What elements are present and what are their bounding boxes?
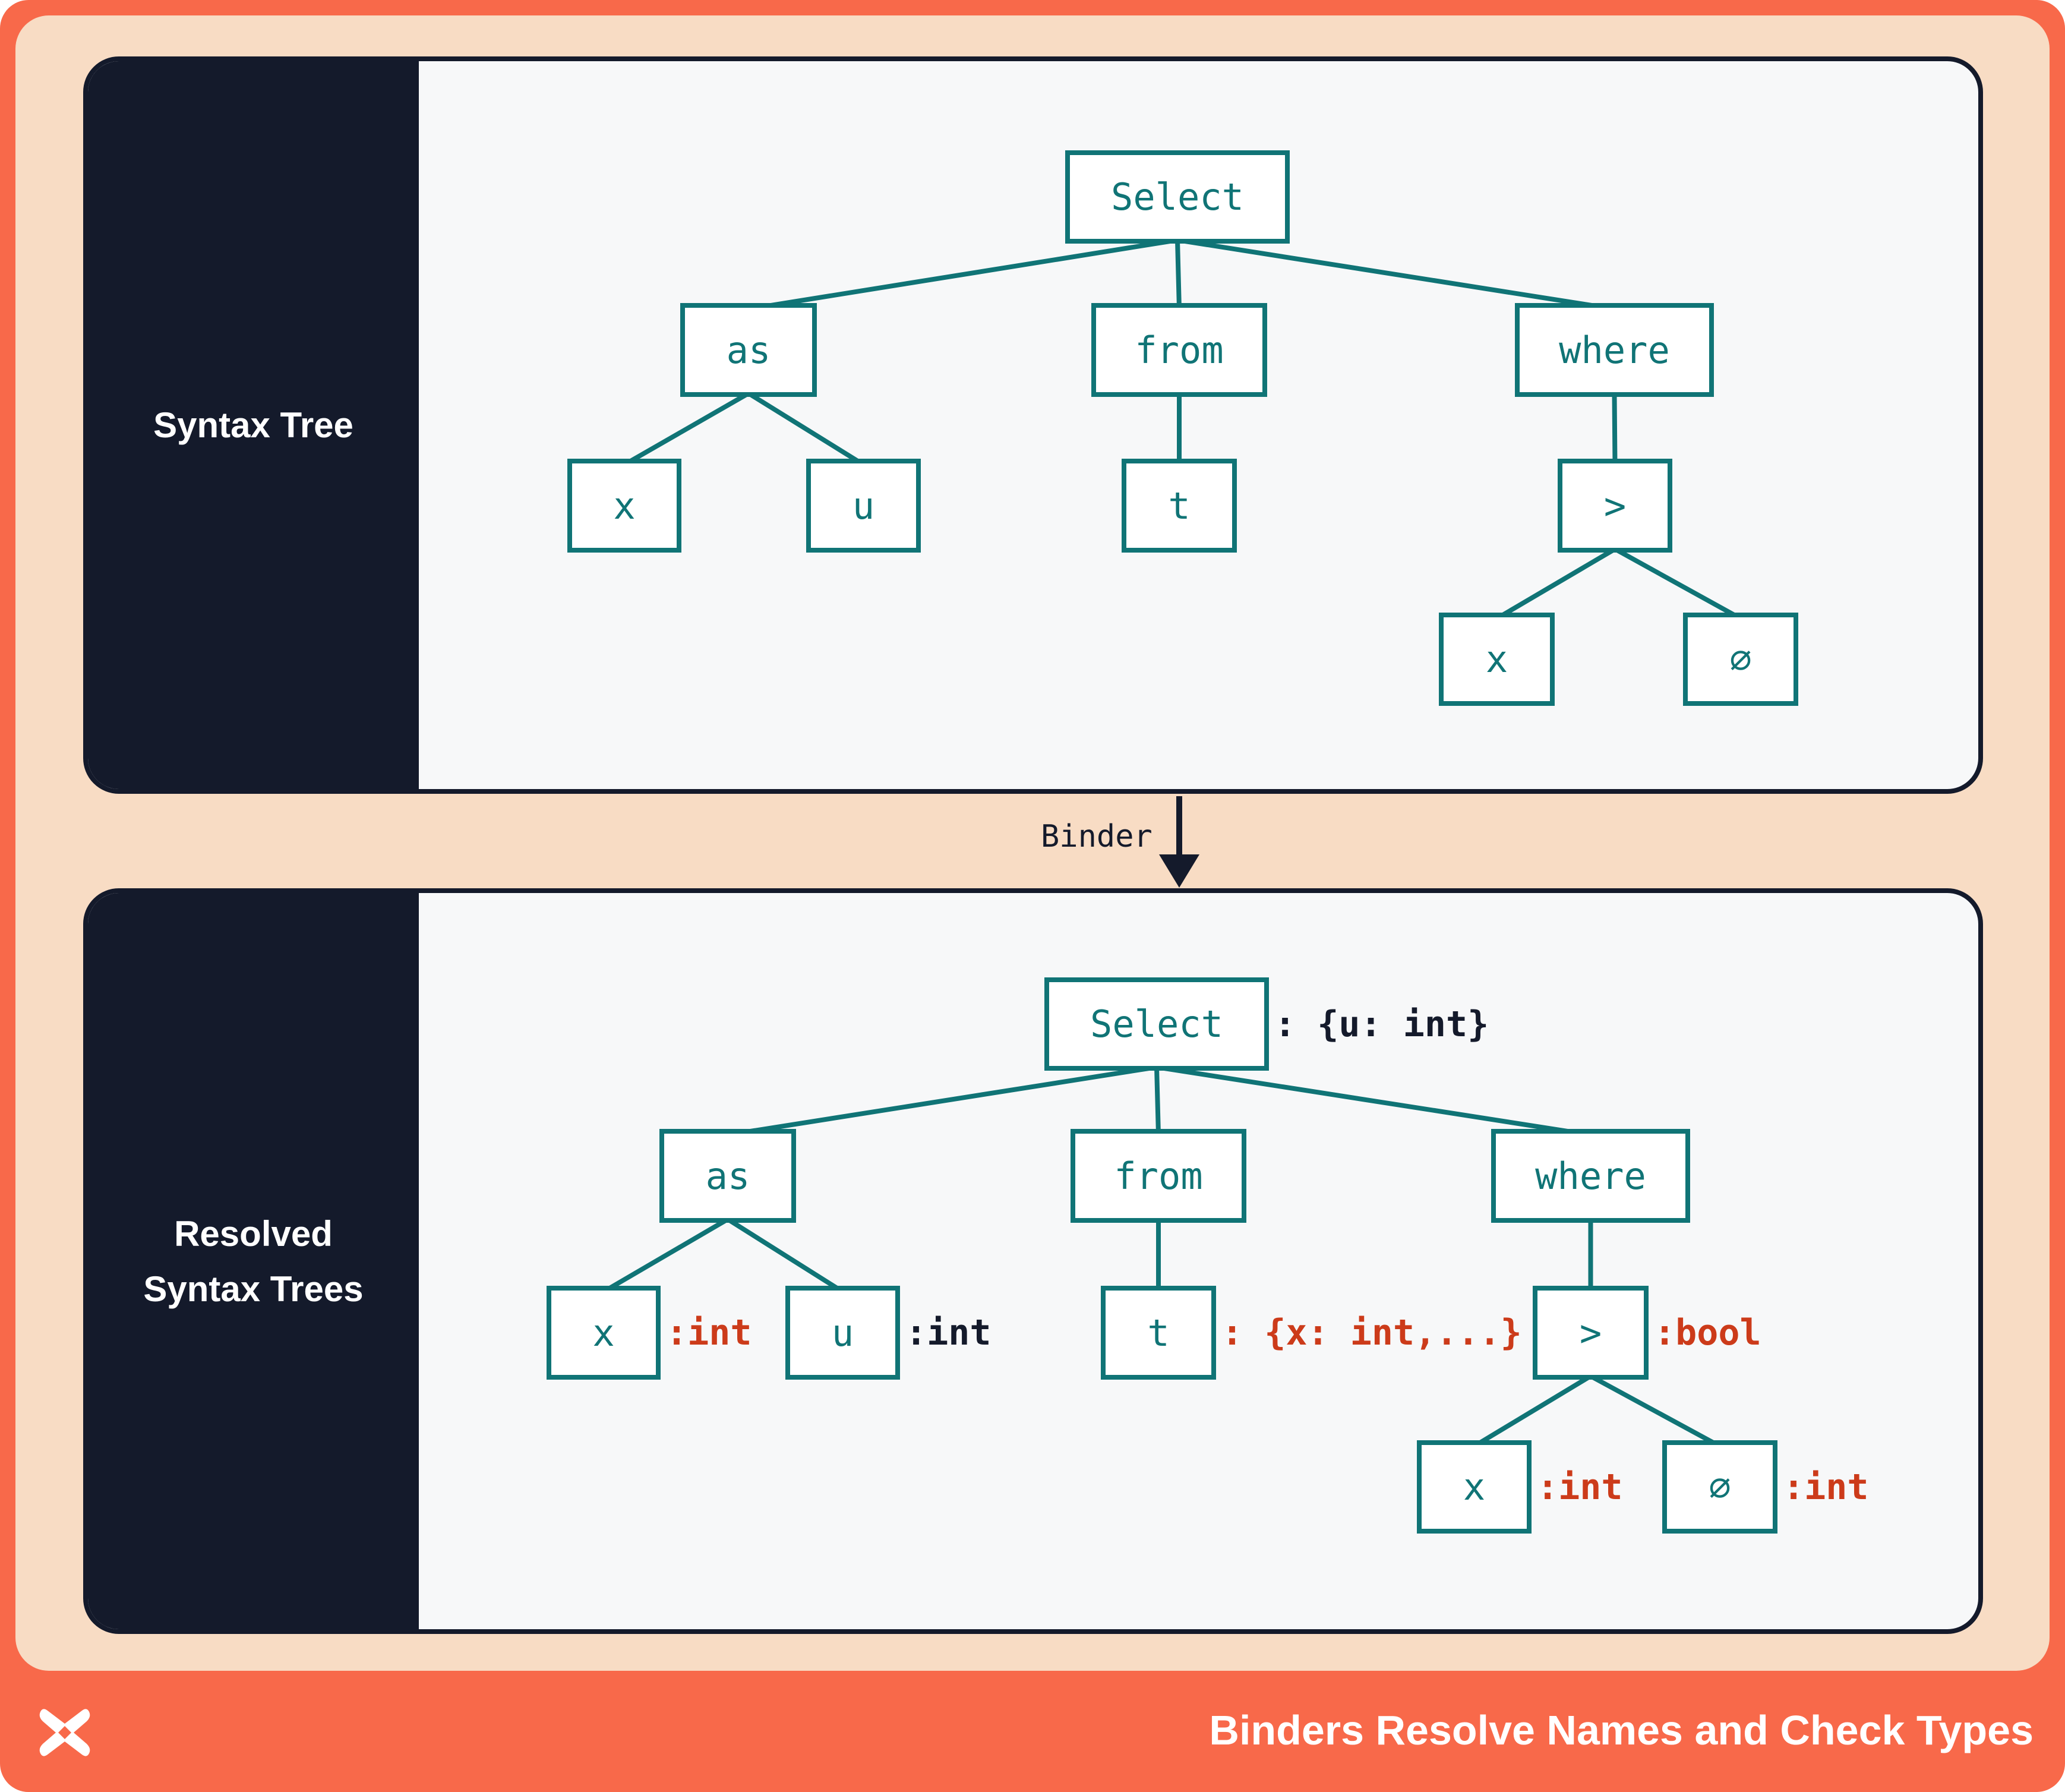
type-annotation-resolved-t: : {x: int,...} (1221, 1312, 1522, 1354)
tree-node-resolved-where: where (1491, 1129, 1690, 1223)
footer-title: Binders Resolve Names and Check Types (1209, 1707, 2034, 1753)
tree-node-syntax-from: from (1091, 303, 1267, 397)
tree-node-resolved-u1: u (785, 1286, 900, 1380)
tree-node-resolved-x2: x (1417, 1440, 1532, 1534)
type-annotation-resolved-gt: :bool (1654, 1312, 1761, 1354)
tree-node-syntax-x2: x (1439, 613, 1555, 706)
tree-node-syntax-null: ∅ (1683, 613, 1798, 706)
tree-node-syntax-t: t (1122, 459, 1237, 553)
type-annotation-resolved-x2: :int (1537, 1466, 1623, 1508)
tree-node-syntax-where: where (1515, 303, 1714, 397)
type-annotation-resolved-u1: :int (905, 1312, 992, 1354)
syntax-tree-panel: Syntax Tree (83, 56, 1983, 794)
tree-node-syntax-select: Select (1065, 150, 1290, 244)
x-pinwheel-logo-icon (39, 1709, 90, 1756)
resolved-title-line-2: Syntax Trees (143, 1269, 364, 1309)
resolved-syntax-trees-sidebar: Resolved Syntax Trees (88, 893, 419, 1629)
tree-node-resolved-gt: > (1533, 1286, 1649, 1380)
tree-node-resolved-t: t (1101, 1286, 1216, 1380)
tree-node-syntax-as: as (680, 303, 817, 397)
tree-node-resolved-select: Select (1044, 977, 1269, 1071)
syntax-tree-panel-title: Syntax Tree (153, 405, 353, 445)
tree-node-resolved-from: from (1071, 1129, 1246, 1223)
syntax-tree-sidebar: Syntax Tree (88, 61, 419, 789)
type-annotation-resolved-null: :int (1783, 1466, 1869, 1508)
type-annotation-resolved-x1: :int (666, 1312, 752, 1354)
tree-node-resolved-as: as (659, 1129, 796, 1223)
type-annotation-resolved-select: : {u: int} (1274, 1003, 1489, 1045)
binder-label: Binder (1041, 819, 1153, 854)
resolved-title-line-1: Resolved (174, 1213, 333, 1254)
tree-node-syntax-gt: > (1558, 459, 1672, 553)
tree-node-resolved-null: ∅ (1662, 1440, 1777, 1534)
tree-node-syntax-u1: u (806, 459, 921, 553)
tree-node-resolved-x1: x (547, 1286, 661, 1380)
resolved-syntax-trees-panel-title: Resolved Syntax Trees (143, 1206, 363, 1317)
tree-node-syntax-x1: x (567, 459, 681, 553)
